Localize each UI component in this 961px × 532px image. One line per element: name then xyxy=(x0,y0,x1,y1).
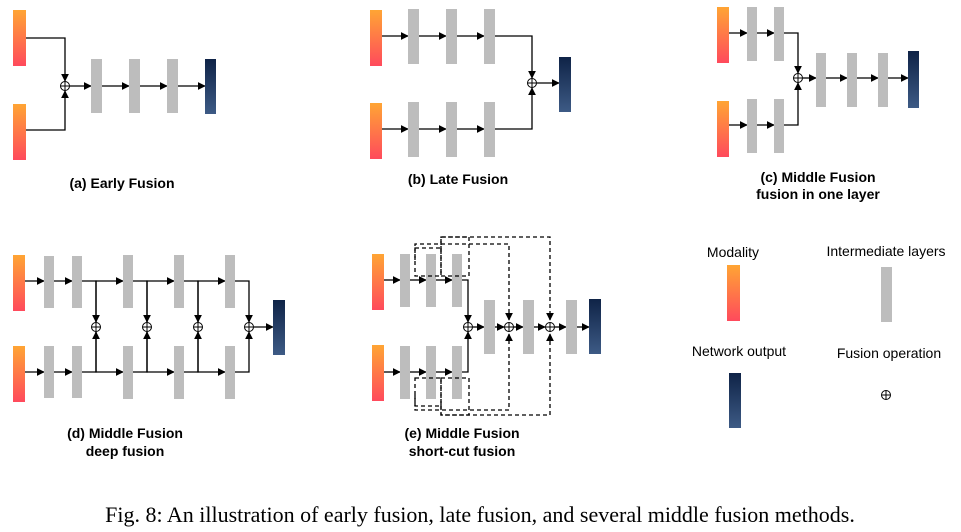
fusion-icon xyxy=(504,322,514,332)
layer-block xyxy=(452,346,462,399)
output-block xyxy=(908,51,919,108)
modality-block xyxy=(13,346,25,402)
fusion-icon xyxy=(527,78,537,88)
output-block xyxy=(589,299,601,354)
modality-block xyxy=(372,254,384,310)
layer-block xyxy=(446,102,457,157)
layer-block xyxy=(400,346,410,399)
layer-block xyxy=(523,300,534,354)
output-block xyxy=(559,57,571,112)
modality-block xyxy=(372,345,384,401)
layer-block xyxy=(72,346,82,398)
panel-e-middle-fusion-shortcut: (e) Middle Fusion short-cut fusion xyxy=(372,236,601,459)
fusion-icon xyxy=(60,81,70,91)
layer-block xyxy=(44,256,54,308)
panel-c-label-line2: fusion in one layer xyxy=(756,186,880,202)
modality-block xyxy=(370,10,382,66)
panel-a-label: (a) Early Fusion xyxy=(69,175,174,191)
panel-e-label-line1: (e) Middle Fusion xyxy=(404,425,519,441)
fusion-icon xyxy=(142,322,152,332)
fusion-icon xyxy=(881,390,891,400)
modality-block xyxy=(13,10,26,66)
figure-caption: Fig. 8: An illustration of early fusion,… xyxy=(105,502,855,527)
layer-block xyxy=(408,9,419,64)
panel-a-early-fusion: (a) Early Fusion xyxy=(13,10,216,191)
layer-block xyxy=(174,255,184,308)
modality-block xyxy=(370,103,382,159)
modality-block xyxy=(717,101,729,157)
layer-block xyxy=(484,9,495,64)
layer-block xyxy=(446,9,457,64)
panel-e-label-line2: short-cut fusion xyxy=(409,443,516,459)
layer-block xyxy=(452,254,462,307)
layer-block xyxy=(426,254,436,307)
fusion-icon xyxy=(91,322,101,332)
layer-block xyxy=(123,346,133,399)
panel-b-late-fusion: (b) Late Fusion xyxy=(370,9,571,187)
layer-block xyxy=(747,7,757,61)
panel-d-label-line2: deep fusion xyxy=(86,443,165,459)
fusion-icon xyxy=(193,322,203,332)
layer-block xyxy=(123,255,133,308)
modality-block xyxy=(13,255,25,311)
layer-block xyxy=(225,346,235,399)
fusion-icon xyxy=(793,73,803,83)
fusion-icon xyxy=(244,322,254,332)
layer-block xyxy=(426,346,436,399)
shortcut-box xyxy=(414,377,442,407)
layer-block xyxy=(400,254,410,307)
layer-block xyxy=(847,53,857,107)
fusion-icon xyxy=(545,322,555,332)
layer-block xyxy=(774,7,784,61)
layer-block xyxy=(484,102,495,157)
layer-block xyxy=(225,255,235,308)
legend-modality-label: Modality xyxy=(707,244,759,260)
layer-block xyxy=(816,53,826,107)
modality-block xyxy=(13,104,26,160)
panel-b-label: (b) Late Fusion xyxy=(408,171,508,187)
layer-block xyxy=(566,300,577,354)
legend: Modality Intermediate layers Network out… xyxy=(692,243,946,428)
legend-intermediate-swatch xyxy=(881,267,892,322)
legend-fusion-label: Fusion operation xyxy=(837,345,941,361)
layer-block xyxy=(91,59,102,113)
layer-block xyxy=(408,102,419,157)
layer-block xyxy=(774,99,784,153)
legend-intermediate-label: Intermediate layers xyxy=(826,243,945,259)
panel-d-middle-fusion-deep: (d) Middle Fusion deep fusion xyxy=(13,255,285,459)
shortcut-box xyxy=(440,236,470,277)
fusion-icon xyxy=(463,322,473,332)
modality-block xyxy=(717,7,729,63)
layer-block xyxy=(878,53,888,107)
layer-block xyxy=(167,59,178,113)
output-block xyxy=(205,59,216,114)
panel-c-middle-fusion-one-layer: (c) Middle Fusion fusion in one layer xyxy=(717,7,919,202)
legend-modality-swatch xyxy=(727,265,740,321)
layer-block xyxy=(44,346,54,398)
layer-block xyxy=(129,59,140,113)
shortcut-box xyxy=(414,247,442,277)
layer-block xyxy=(484,300,495,354)
layer-block xyxy=(174,346,184,399)
output-block xyxy=(273,300,285,355)
legend-output-swatch xyxy=(729,373,741,428)
panel-c-label-line1: (c) Middle Fusion xyxy=(760,169,875,185)
layer-block xyxy=(72,256,82,308)
legend-output-label: Network output xyxy=(692,343,786,359)
layer-block xyxy=(747,99,757,153)
panel-d-label-line1: (d) Middle Fusion xyxy=(67,425,183,441)
